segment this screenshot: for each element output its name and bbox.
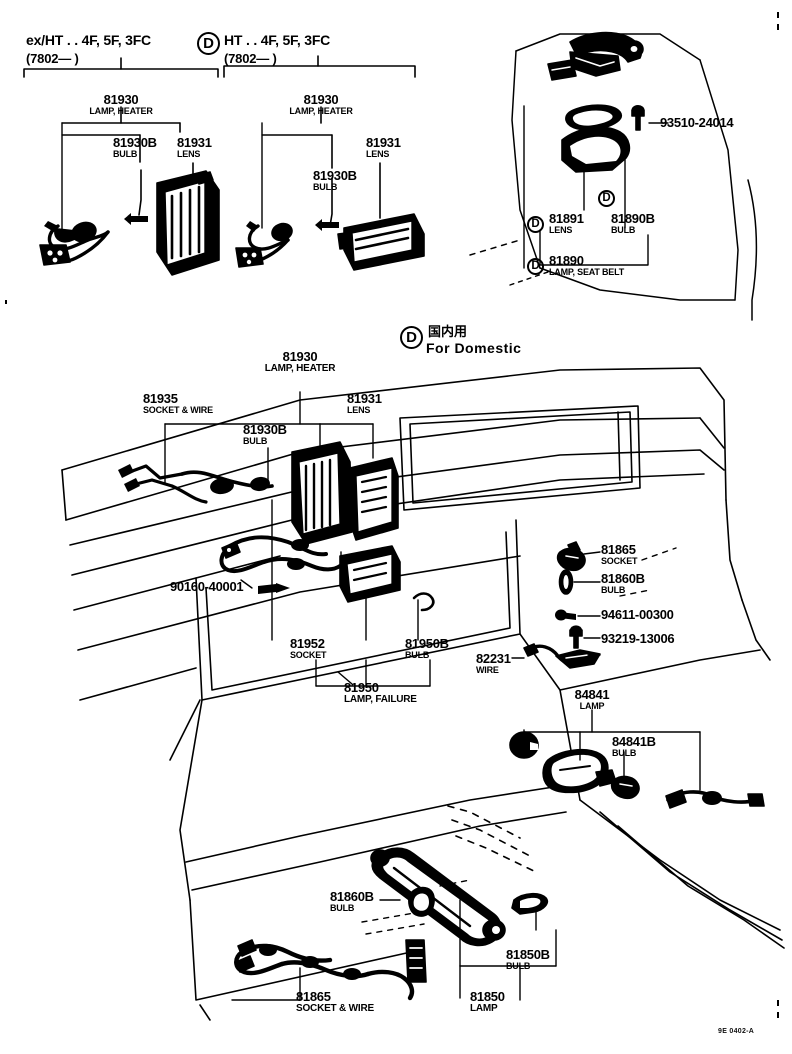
callout-81950: 81950 LAMP, FAILURE [344,680,417,705]
dash-leader-lines [164,391,435,687]
leader-lines-top-right [261,106,381,229]
sheet-footer-code: 9E 0402-A [718,1028,755,1035]
callout-81865-bottom: 81865 SOCKET & WIRE [296,989,374,1014]
bracket-left-variant [23,57,219,78]
callout-81890B: 81890B BULB [611,211,655,235]
wire-82231-art [523,643,601,669]
bracket-right-variant [223,55,416,78]
rear-lamp-socket-art [665,789,765,809]
domestic-marker-81890B-icon: D [598,190,615,207]
header-right-date: (7802— ) [224,51,277,66]
right-column-leaders [511,547,677,659]
connector-plug-right [235,247,264,268]
callout-81850B: 81850B BULB [506,947,550,971]
callout-84841: 84841 LAMP [574,687,610,711]
domestic-marker-header-icon: D [197,32,220,55]
screw-93510-art [631,105,645,131]
domestic-legend-jp: 国内用 [428,324,468,339]
connector-plug-left [39,244,71,266]
bulb-symbol-left [124,213,148,225]
domestic-legend-marker-icon: D [400,326,423,349]
callout-81930B-left: 81930B BULB [113,135,157,159]
heater-lens-art-left [156,170,220,276]
callout-84841B: 84841B BULB [612,734,656,758]
seat-belt-panel-outline [469,33,758,321]
callout-81860B-bottom: 81860B BULB [330,889,374,913]
callout-81865-right: 81865 SOCKET [601,542,638,566]
domestic-marker-81890-icon: D [527,258,544,275]
seat-belt-lens-art [561,104,631,173]
callout-90160-40001: 90160-40001 [170,579,244,594]
header-left-title: ex/HT . . 4F, 5F, 3FC [26,32,151,48]
bottom-lamp-art [370,847,549,947]
callout-81950B: 81950B BULB [405,636,449,660]
bottom-leaders [231,879,557,1001]
lamp-84841-art [509,731,640,800]
screw-90160-art [258,583,290,594]
callout-81890: 81890 LAMP, SEAT BELT [549,253,625,277]
callout-81931-right: 81931 LENS [366,135,401,159]
wire-harness-art-dash [219,535,342,573]
callout-81891: 81891 LENS [549,211,584,235]
leader-lines-top-left [61,106,194,231]
callout-81930-right: 81930 LAMP, HEATER [289,92,353,116]
callout-81930-left: 81930 LAMP, HEATER [89,92,153,116]
callout-81930B-right: 81930B BULB [313,168,357,192]
header-left-date: (7802— ) [26,51,79,66]
heater-lens-art-right [337,213,425,271]
seat-belt-leaders [509,105,669,286]
lamp-84841-leaders [523,709,701,791]
callout-94611-00300: 94611-00300 [601,607,674,622]
callout-93219-13006: 93219-13006 [601,631,675,646]
clip-94611-art [555,609,576,621]
callout-81930-dash: 81930 LAMP, HEATER [264,349,336,374]
bottom-harness-art [234,939,427,1001]
callout-81931-left: 81931 LENS [177,135,212,159]
callout-81931-dash: 81931 LENS [347,391,382,415]
callout-82231: 82231 WIRE [476,651,511,675]
callout-81952: 81952 SOCKET [290,636,327,660]
screw-93219-art [569,625,583,649]
bulb-symbol-right [315,219,339,231]
callout-81850: 81850 LAMP [470,989,505,1014]
domestic-marker-81891-icon: D [527,216,544,233]
registration-marks [5,12,779,1018]
callout-81930B-dash: 81930B BULB [243,422,287,446]
header-right-title: HT . . 4F, 5F, 3FC [224,32,331,48]
callout-81860B-right: 81860B BULB [601,571,645,595]
seat-belt-bracket-art [547,31,644,81]
failure-lamp-art [339,545,401,603]
callout-81935: 81935 SOCKET & WIRE [143,391,213,415]
socket-81865-art [556,541,586,572]
heater-lens-art-dash [291,441,399,545]
domestic-legend-en: For Domestic [426,340,522,356]
callout-93510-24014: 93510-24014 [660,115,734,130]
dashboard-outline [61,367,785,1021]
